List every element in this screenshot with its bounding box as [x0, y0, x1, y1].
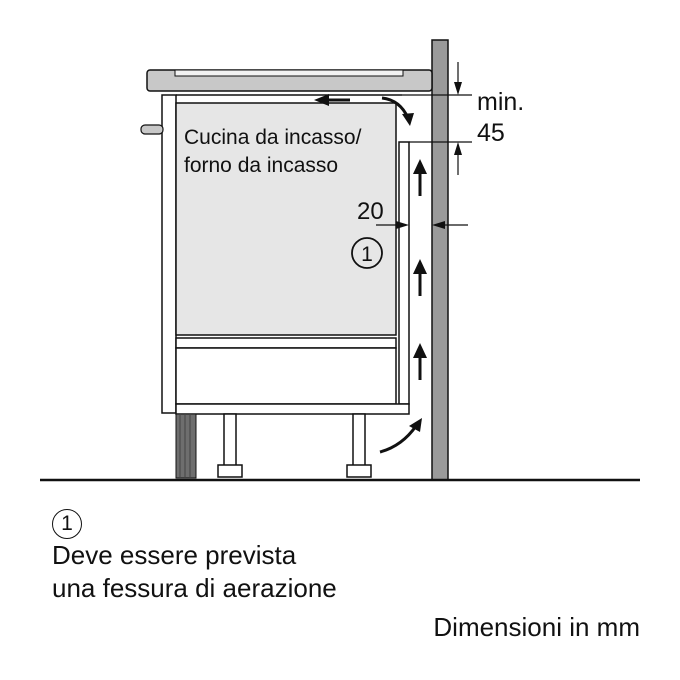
- cabinet-side-panel: [161, 94, 177, 414]
- airflow-bottom-arrowhead: [409, 418, 422, 432]
- hob-surface: [174, 69, 404, 77]
- cabinet-base: [175, 403, 410, 415]
- airflow-top-arrowhead: [402, 113, 414, 126]
- legend-marker: 1: [52, 509, 82, 539]
- drawer-front: [175, 337, 397, 349]
- appliance-body: [175, 102, 397, 336]
- front-foot: [223, 413, 237, 467]
- min-label: min.: [477, 88, 524, 116]
- airflow-up-arrow: [413, 343, 427, 380]
- appliance-label-line2: forno da incasso: [184, 154, 338, 177]
- legend-marker-row: 1: [52, 505, 337, 539]
- callout-marker-number: 1: [361, 243, 373, 266]
- dim-min45-top-arrow: [454, 62, 462, 95]
- front-foot-pad: [217, 464, 243, 478]
- dim-gap-left-arrow: [376, 221, 409, 229]
- airflow-up-arrow: [413, 159, 427, 196]
- rear-foot: [352, 413, 366, 467]
- control-knob: [140, 124, 164, 135]
- airflow-up-arrow: [413, 259, 427, 296]
- wall: [431, 39, 449, 481]
- drawer-box: [175, 347, 397, 405]
- appliance-label-line1: Cucina da incasso/: [184, 126, 362, 149]
- dim-min45-bottom-arrow: [454, 142, 462, 175]
- rear-foot-pad: [346, 464, 372, 478]
- legend: 1 Deve essere prevista una fessura di ae…: [52, 505, 337, 605]
- airflow-left-arrow: [314, 94, 350, 106]
- dim-gap-right-arrow: [432, 221, 468, 229]
- min-value: 45: [477, 119, 505, 147]
- units-note: Dimensioni in mm: [433, 612, 640, 642]
- rear-panel: [398, 141, 410, 405]
- plinth: [175, 413, 197, 479]
- legend-line1: Deve essere prevista: [52, 540, 297, 570]
- airflow-bottom-curve: [379, 425, 418, 454]
- legend-line2: una fessura di aerazione: [52, 573, 337, 603]
- callout-marker-circle: [351, 237, 383, 269]
- gap-value: 20: [357, 198, 384, 225]
